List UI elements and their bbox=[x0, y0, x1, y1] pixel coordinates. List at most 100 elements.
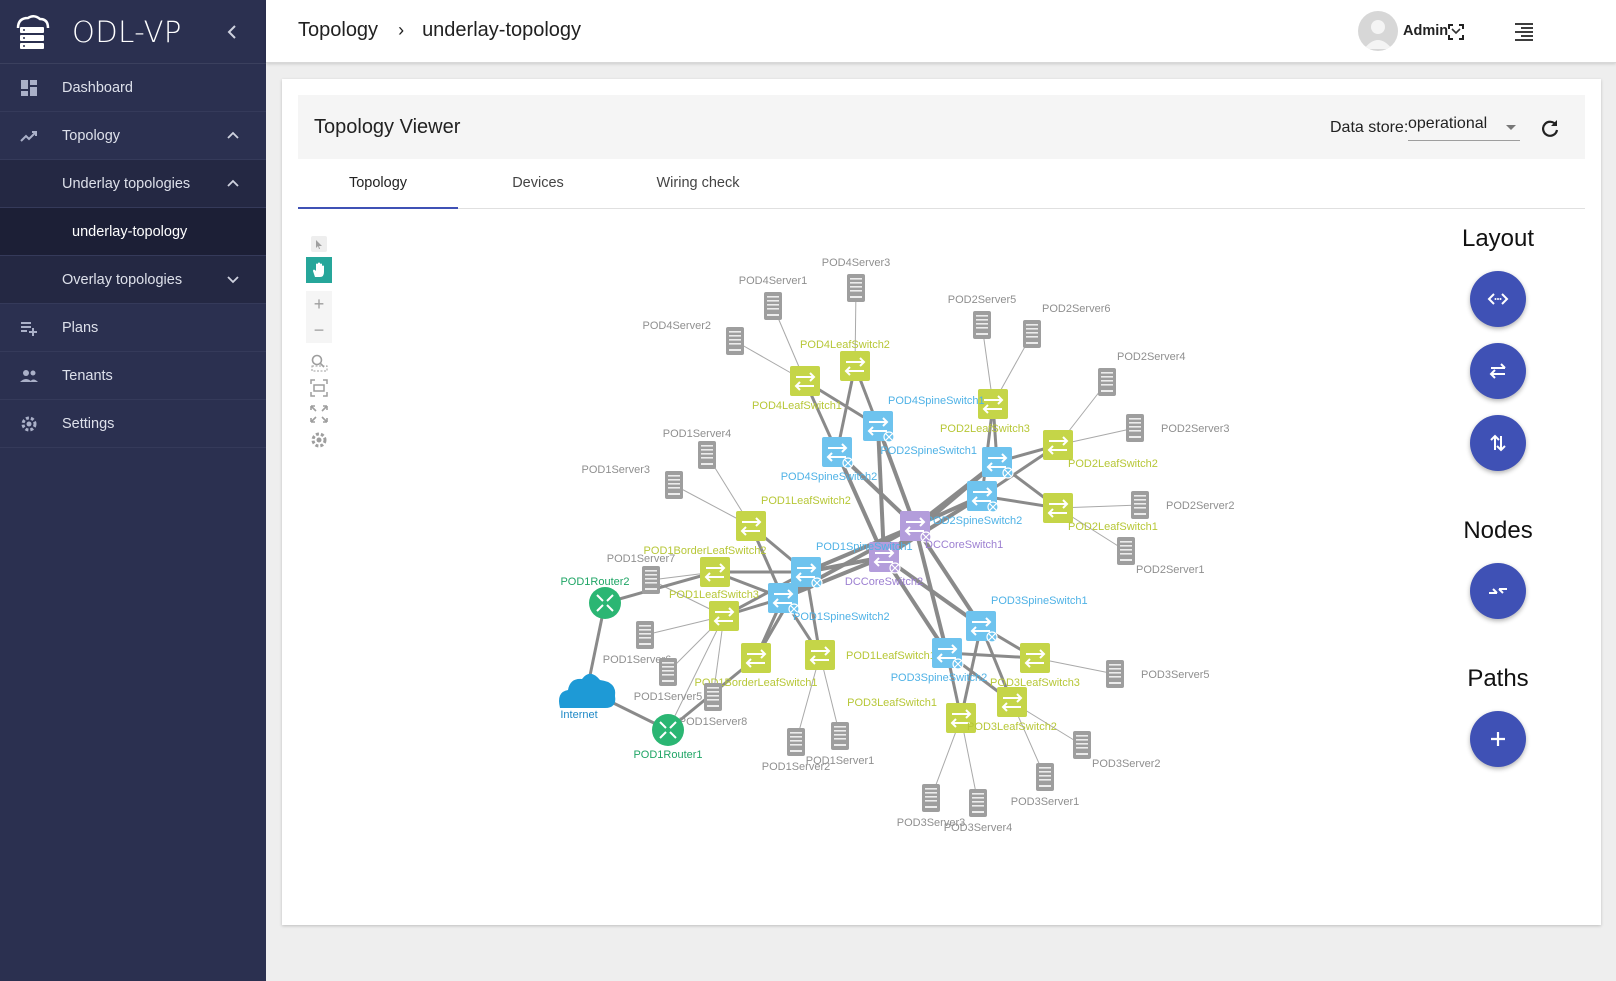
server-node-icon[interactable] bbox=[1098, 368, 1116, 396]
zoom-selection-icon[interactable] bbox=[306, 349, 332, 375]
core-node-icon[interactable] bbox=[869, 542, 901, 574]
datastore-select[interactable]: operational bbox=[1408, 115, 1520, 141]
server-node-icon[interactable] bbox=[831, 722, 849, 750]
server-node-icon[interactable] bbox=[726, 327, 744, 355]
topology-link[interactable] bbox=[913, 524, 983, 628]
chevron-down-icon bbox=[1451, 28, 1461, 35]
node-label: POD2Server4 bbox=[1117, 351, 1185, 363]
server-node-icon[interactable] bbox=[847, 274, 865, 302]
card-title: Topology Viewer bbox=[314, 116, 461, 138]
refresh-icon[interactable] bbox=[1538, 117, 1562, 141]
cloud-node-icon[interactable] bbox=[559, 673, 616, 708]
sidebar-item-tenants[interactable]: Tenants bbox=[0, 352, 266, 400]
layout-expand-button[interactable] bbox=[1470, 271, 1526, 327]
spine-node-icon[interactable] bbox=[982, 447, 1014, 479]
spine-node-icon[interactable] bbox=[822, 437, 854, 469]
zoom-in-icon[interactable]: + bbox=[306, 291, 332, 317]
sidebar-item-plans[interactable]: Plans bbox=[0, 304, 266, 352]
nodes-collapse-button[interactable] bbox=[1470, 563, 1526, 619]
leaf-node-icon[interactable] bbox=[700, 557, 730, 587]
leaf-node-icon[interactable] bbox=[741, 643, 771, 673]
sidebar-item-underlay-topology[interactable]: underlay-topology bbox=[0, 208, 266, 256]
fit-view-icon[interactable] bbox=[306, 375, 332, 401]
leaf-node-icon[interactable] bbox=[840, 351, 870, 381]
topology-link[interactable] bbox=[882, 460, 999, 559]
sidebar-item-underlay-topologies[interactable]: Underlay topologies bbox=[0, 160, 266, 208]
spine-node-icon[interactable] bbox=[967, 481, 999, 513]
server-node-icon[interactable] bbox=[659, 658, 677, 686]
node-label: POD1Server4 bbox=[663, 428, 731, 440]
layout-horizontal-button[interactable] bbox=[1470, 343, 1526, 399]
spine-node-icon[interactable] bbox=[966, 611, 998, 643]
server-node-icon[interactable] bbox=[1106, 660, 1124, 688]
server-node-icon[interactable] bbox=[665, 471, 683, 499]
sidebar-item-topology[interactable]: Topology bbox=[0, 112, 266, 160]
card-header: Topology Viewer Data store: operational bbox=[298, 95, 1585, 159]
canvas-settings-gear-icon[interactable] bbox=[306, 427, 332, 453]
sidebar-item-dashboard[interactable]: Dashboard bbox=[0, 64, 266, 112]
sidebar-item-settings[interactable]: Settings bbox=[0, 400, 266, 448]
sidebar-item-label: Topology bbox=[62, 127, 121, 144]
leaf-node-icon[interactable] bbox=[790, 366, 820, 396]
sidebar-item-overlay-topologies[interactable]: Overlay topologies bbox=[0, 256, 266, 304]
server-node-icon[interactable] bbox=[1036, 763, 1054, 791]
server-node-icon[interactable] bbox=[1126, 414, 1144, 442]
leaf-node-icon[interactable] bbox=[997, 687, 1027, 717]
add-path-button[interactable] bbox=[1470, 711, 1526, 767]
user-menu[interactable]: Admin bbox=[1358, 11, 1462, 51]
server-node-icon[interactable] bbox=[969, 789, 987, 817]
topology-link[interactable] bbox=[913, 525, 949, 654]
topology-link[interactable] bbox=[782, 555, 885, 600]
server-node-icon[interactable] bbox=[1073, 731, 1091, 759]
server-node-icon[interactable] bbox=[973, 311, 991, 339]
server-node-icon[interactable] bbox=[1131, 491, 1149, 519]
spine-node-icon[interactable] bbox=[863, 411, 895, 443]
server-node-icon[interactable] bbox=[698, 441, 716, 469]
collapse-sidebar-icon[interactable] bbox=[222, 20, 242, 44]
node-label: POD1LeafSwitch1 bbox=[846, 650, 936, 662]
server-node-icon[interactable] bbox=[1023, 320, 1041, 348]
leaf-node-icon[interactable] bbox=[946, 703, 976, 733]
layout-vertical-button[interactable] bbox=[1470, 415, 1526, 471]
spine-node-icon[interactable] bbox=[791, 557, 823, 589]
server-node-icon[interactable] bbox=[764, 292, 782, 320]
router-node-icon[interactable] bbox=[652, 714, 684, 746]
topology-link[interactable] bbox=[876, 425, 917, 527]
node-label: POD1Router2 bbox=[560, 576, 629, 588]
server-node-icon[interactable] bbox=[636, 621, 654, 649]
fullscreen-icon[interactable] bbox=[1444, 20, 1468, 44]
tab-topology[interactable]: Topology bbox=[298, 159, 458, 209]
server-node-icon[interactable] bbox=[642, 566, 660, 594]
spine-node-icon[interactable] bbox=[768, 583, 800, 615]
leaf-node-icon[interactable] bbox=[978, 389, 1008, 419]
router-node-icon[interactable] bbox=[589, 587, 621, 619]
server-node-icon[interactable] bbox=[922, 784, 940, 812]
chevron-down-icon bbox=[227, 276, 239, 284]
expand-arrows-icon[interactable] bbox=[306, 401, 332, 427]
node-label: POD3LeafSwitch2 bbox=[967, 721, 1057, 733]
leaf-node-icon[interactable] bbox=[736, 511, 766, 541]
tab-wiring-check[interactable]: Wiring check bbox=[656, 175, 740, 191]
select-mode-icon[interactable] bbox=[306, 231, 332, 257]
topology-graph[interactable]: POD4Server1POD4Server3POD4Server2POD4Lea… bbox=[298, 209, 1438, 909]
topology-link[interactable] bbox=[667, 615, 725, 731]
leaf-node-icon[interactable] bbox=[709, 601, 739, 631]
tab-devices[interactable]: Devices bbox=[512, 175, 564, 191]
topology-link[interactable] bbox=[835, 451, 886, 558]
topology-link[interactable] bbox=[882, 494, 984, 559]
tab-bar: Topology Devices Wiring check bbox=[298, 159, 1585, 209]
server-node-icon[interactable] bbox=[1117, 537, 1135, 565]
server-node-icon[interactable] bbox=[787, 728, 805, 756]
leaf-node-icon[interactable] bbox=[1020, 643, 1050, 673]
leaf-node-icon[interactable] bbox=[805, 640, 835, 670]
leaf-node-icon[interactable] bbox=[1043, 430, 1073, 460]
breadcrumb-item[interactable]: Topology bbox=[298, 19, 379, 41]
server-node-icon[interactable] bbox=[704, 683, 722, 711]
pan-hand-icon[interactable] bbox=[306, 257, 332, 283]
leaf-node-icon[interactable] bbox=[1043, 493, 1073, 523]
zoom-out-icon[interactable]: − bbox=[306, 317, 332, 343]
spine-node-icon[interactable] bbox=[932, 638, 964, 670]
core-node-icon[interactable] bbox=[900, 511, 932, 543]
menu-align-right-icon[interactable] bbox=[1512, 20, 1536, 44]
